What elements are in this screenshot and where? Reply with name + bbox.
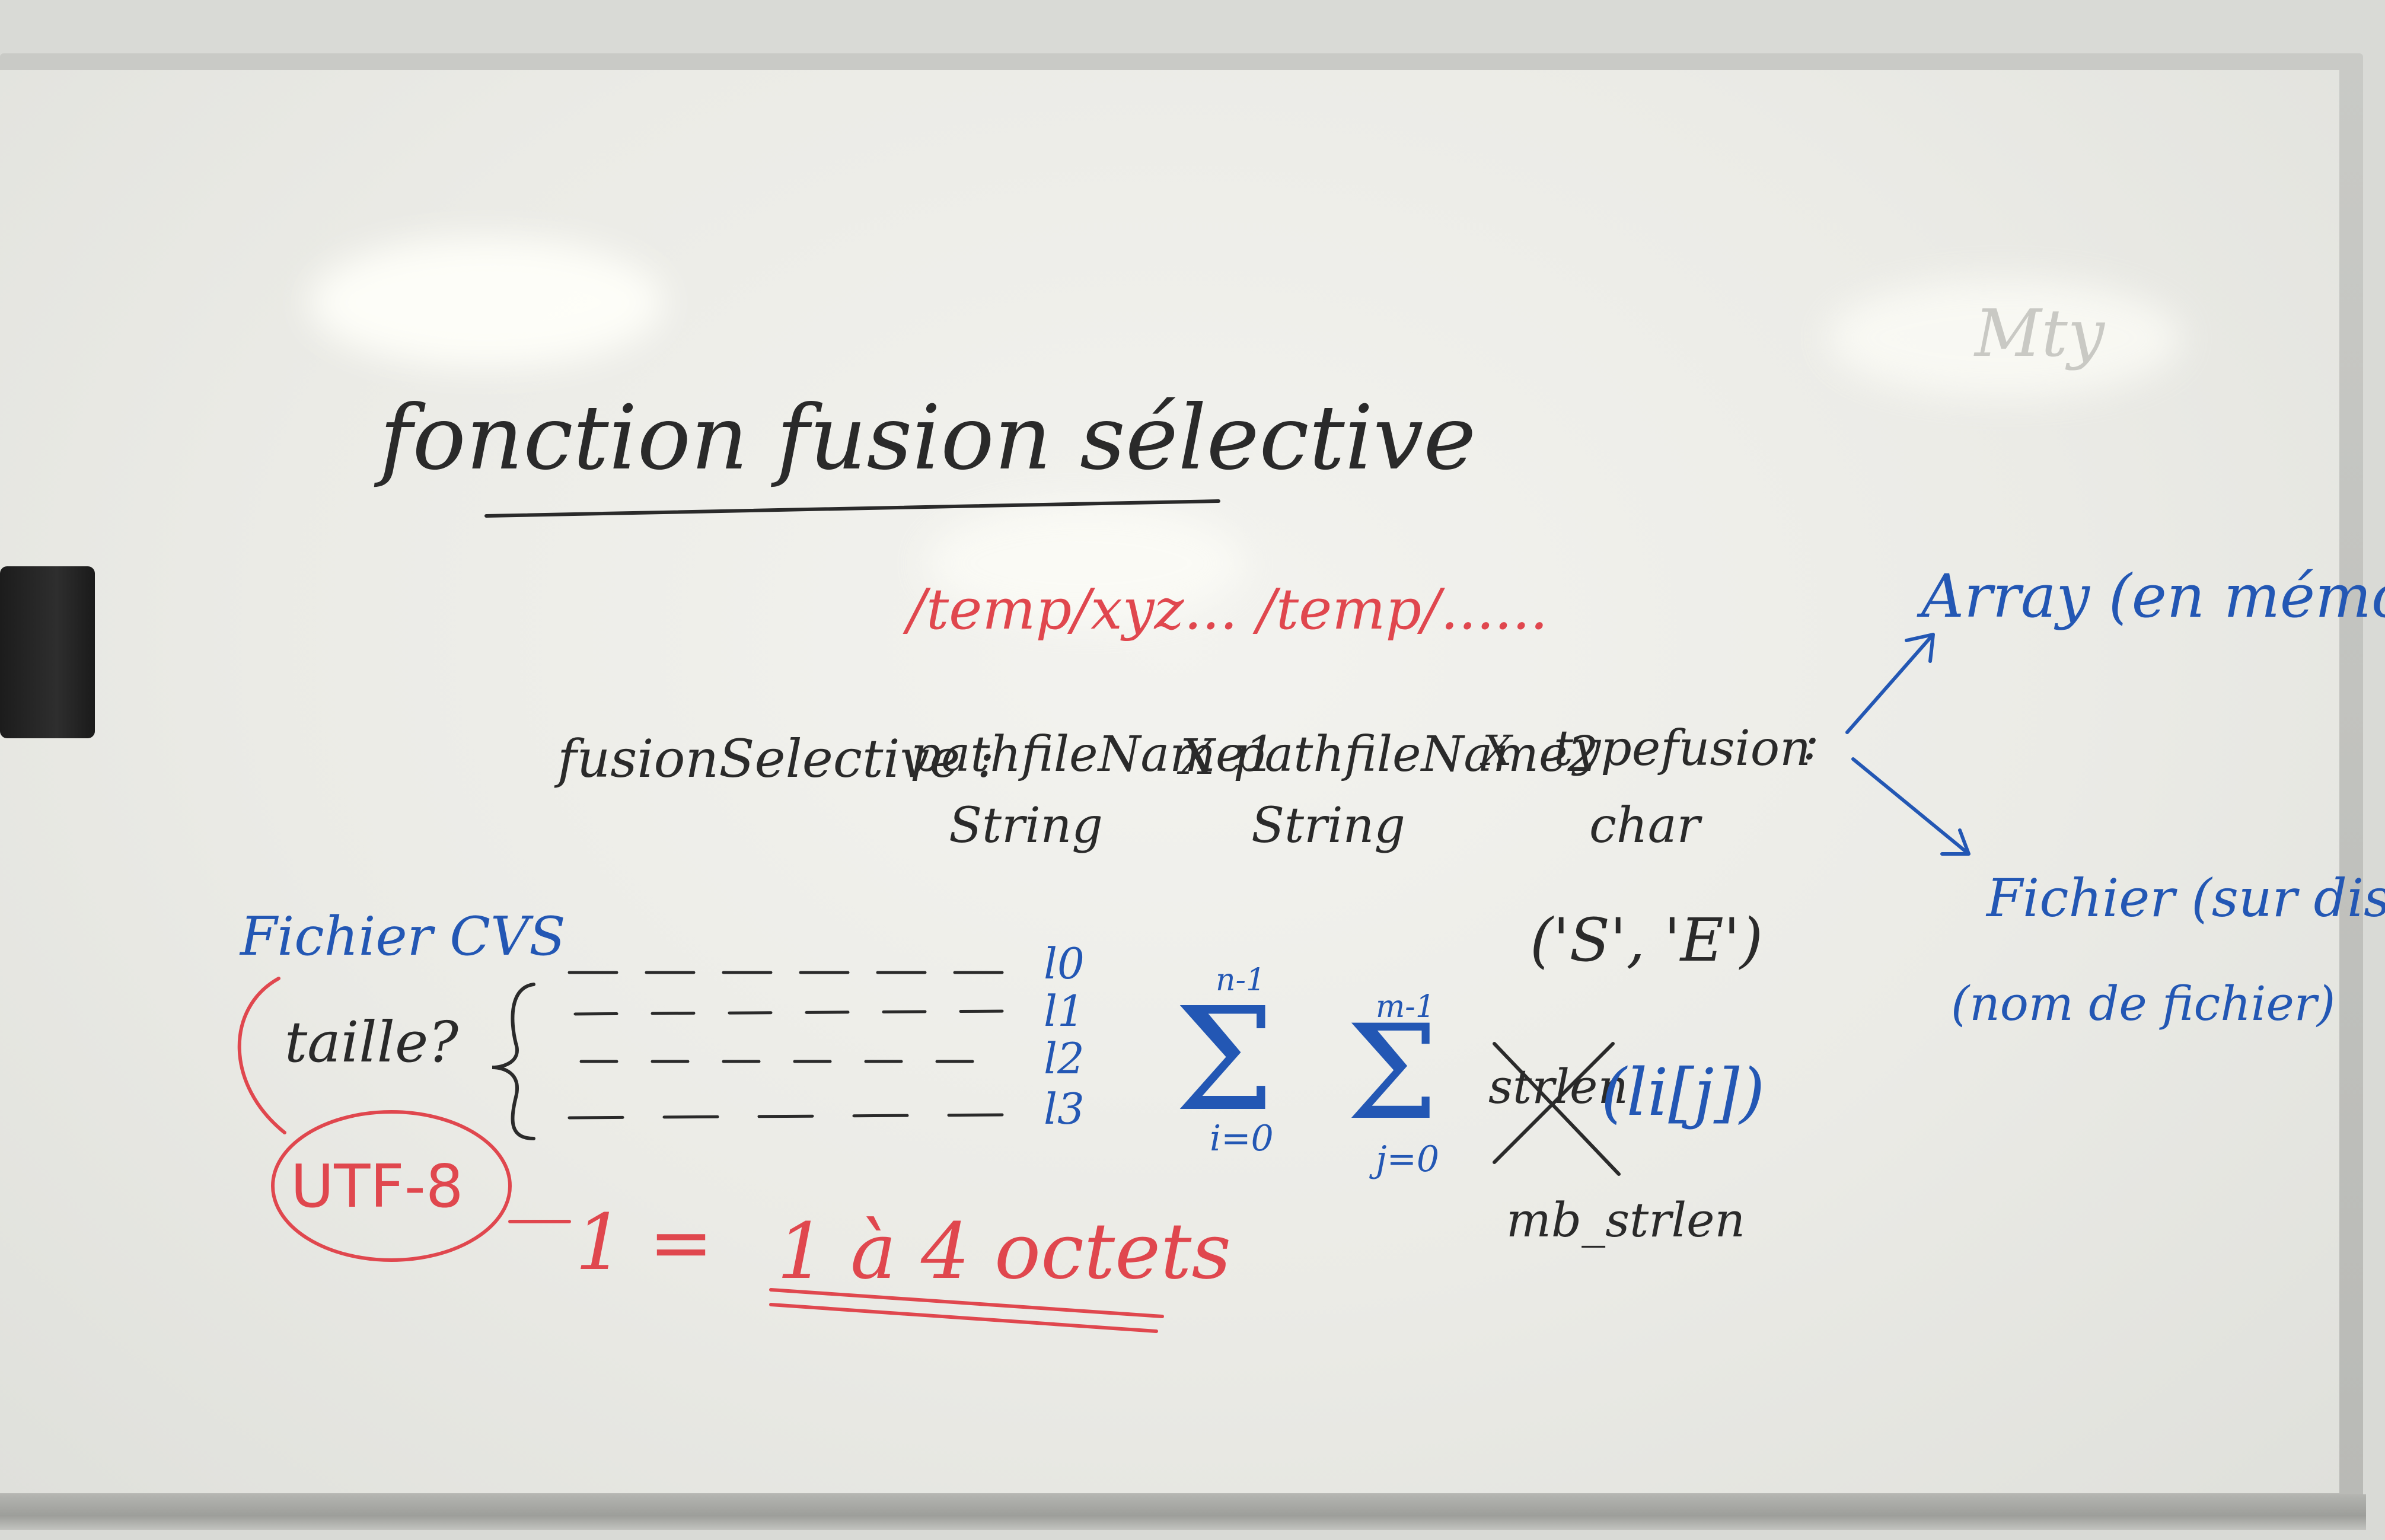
light-reflection-center xyxy=(925,504,1245,623)
utf8-circle xyxy=(271,1110,512,1262)
strike-through xyxy=(1493,1042,1621,1176)
csv-heading: Fichier CVS xyxy=(239,905,566,968)
inner-sum-upper: m-1 xyxy=(1376,989,1435,1025)
arrow-to-file xyxy=(1851,757,1971,856)
outer-sum-lower: i=0 xyxy=(1210,1118,1274,1159)
inner-sum-lower: j=0 xyxy=(1369,1139,1439,1180)
csv-label-l3: l3 xyxy=(1044,1084,1085,1134)
red-path-1: /temp/xyz... xyxy=(903,577,1238,642)
eraser xyxy=(0,566,95,738)
red-path-2: /temp/...... xyxy=(1252,577,1548,642)
title-underline xyxy=(484,499,1220,518)
csv-label-l2: l2 xyxy=(1044,1034,1085,1083)
csv-line-1 xyxy=(573,1009,1010,1016)
separator-1: X xyxy=(1176,729,1217,786)
mb-strlen: mb_strlen xyxy=(1506,1193,1745,1248)
csv-question: taille? xyxy=(285,1010,459,1075)
board-title: fonction fusion sélective xyxy=(374,387,1476,490)
char-values: ('S', 'E') xyxy=(1530,905,1763,975)
rule-underline xyxy=(769,1288,1164,1333)
outer-sum-upper: n-1 xyxy=(1216,962,1265,998)
rule-lhs: 1 = xyxy=(575,1197,713,1287)
rule-rhs: 1 à 4 octets xyxy=(777,1206,1231,1296)
result-file-note: (nom de fichier) xyxy=(1951,976,2335,1031)
param-2-name: pathfileName2 xyxy=(1233,726,1599,783)
csv-lines xyxy=(567,971,1010,1120)
result-file: Fichier (sur disque) xyxy=(1985,868,2385,929)
faint-erased-text: Mty xyxy=(1973,295,2106,371)
param-1-name: pathfileName1 xyxy=(910,726,1276,783)
csv-line-3 xyxy=(567,1113,1004,1120)
inner-sum-sigma: Σ xyxy=(1346,997,1439,1149)
strlen-argument: (li[j]) xyxy=(1601,1054,1765,1130)
param-3-name: typefusion xyxy=(1554,720,1811,777)
separator-2: X xyxy=(1480,726,1514,775)
red-connector-arc xyxy=(237,977,286,1134)
csv-label-l0: l0 xyxy=(1044,939,1085,989)
function-name: fusionSelective : xyxy=(554,728,994,789)
param-1-type: String xyxy=(949,798,1103,854)
marker-tray xyxy=(0,1494,2366,1530)
outer-sum-sigma: Σ xyxy=(1174,977,1275,1143)
light-reflection-left xyxy=(308,237,664,368)
result-array: Array (en mémoire) xyxy=(1917,562,2385,631)
arrow-to-array xyxy=(1845,633,1935,734)
csv-brace xyxy=(492,983,535,1140)
csv-label-l1: l1 xyxy=(1044,986,1085,1036)
light-reflection-right xyxy=(1826,279,2182,397)
crossed-strlen: strlen xyxy=(1488,1059,1628,1114)
param-2-type: String xyxy=(1251,798,1405,854)
param-3-type: char xyxy=(1589,798,1703,854)
utf8-label: UTF-8 xyxy=(291,1152,464,1221)
signature-colon: : xyxy=(1803,715,1819,771)
